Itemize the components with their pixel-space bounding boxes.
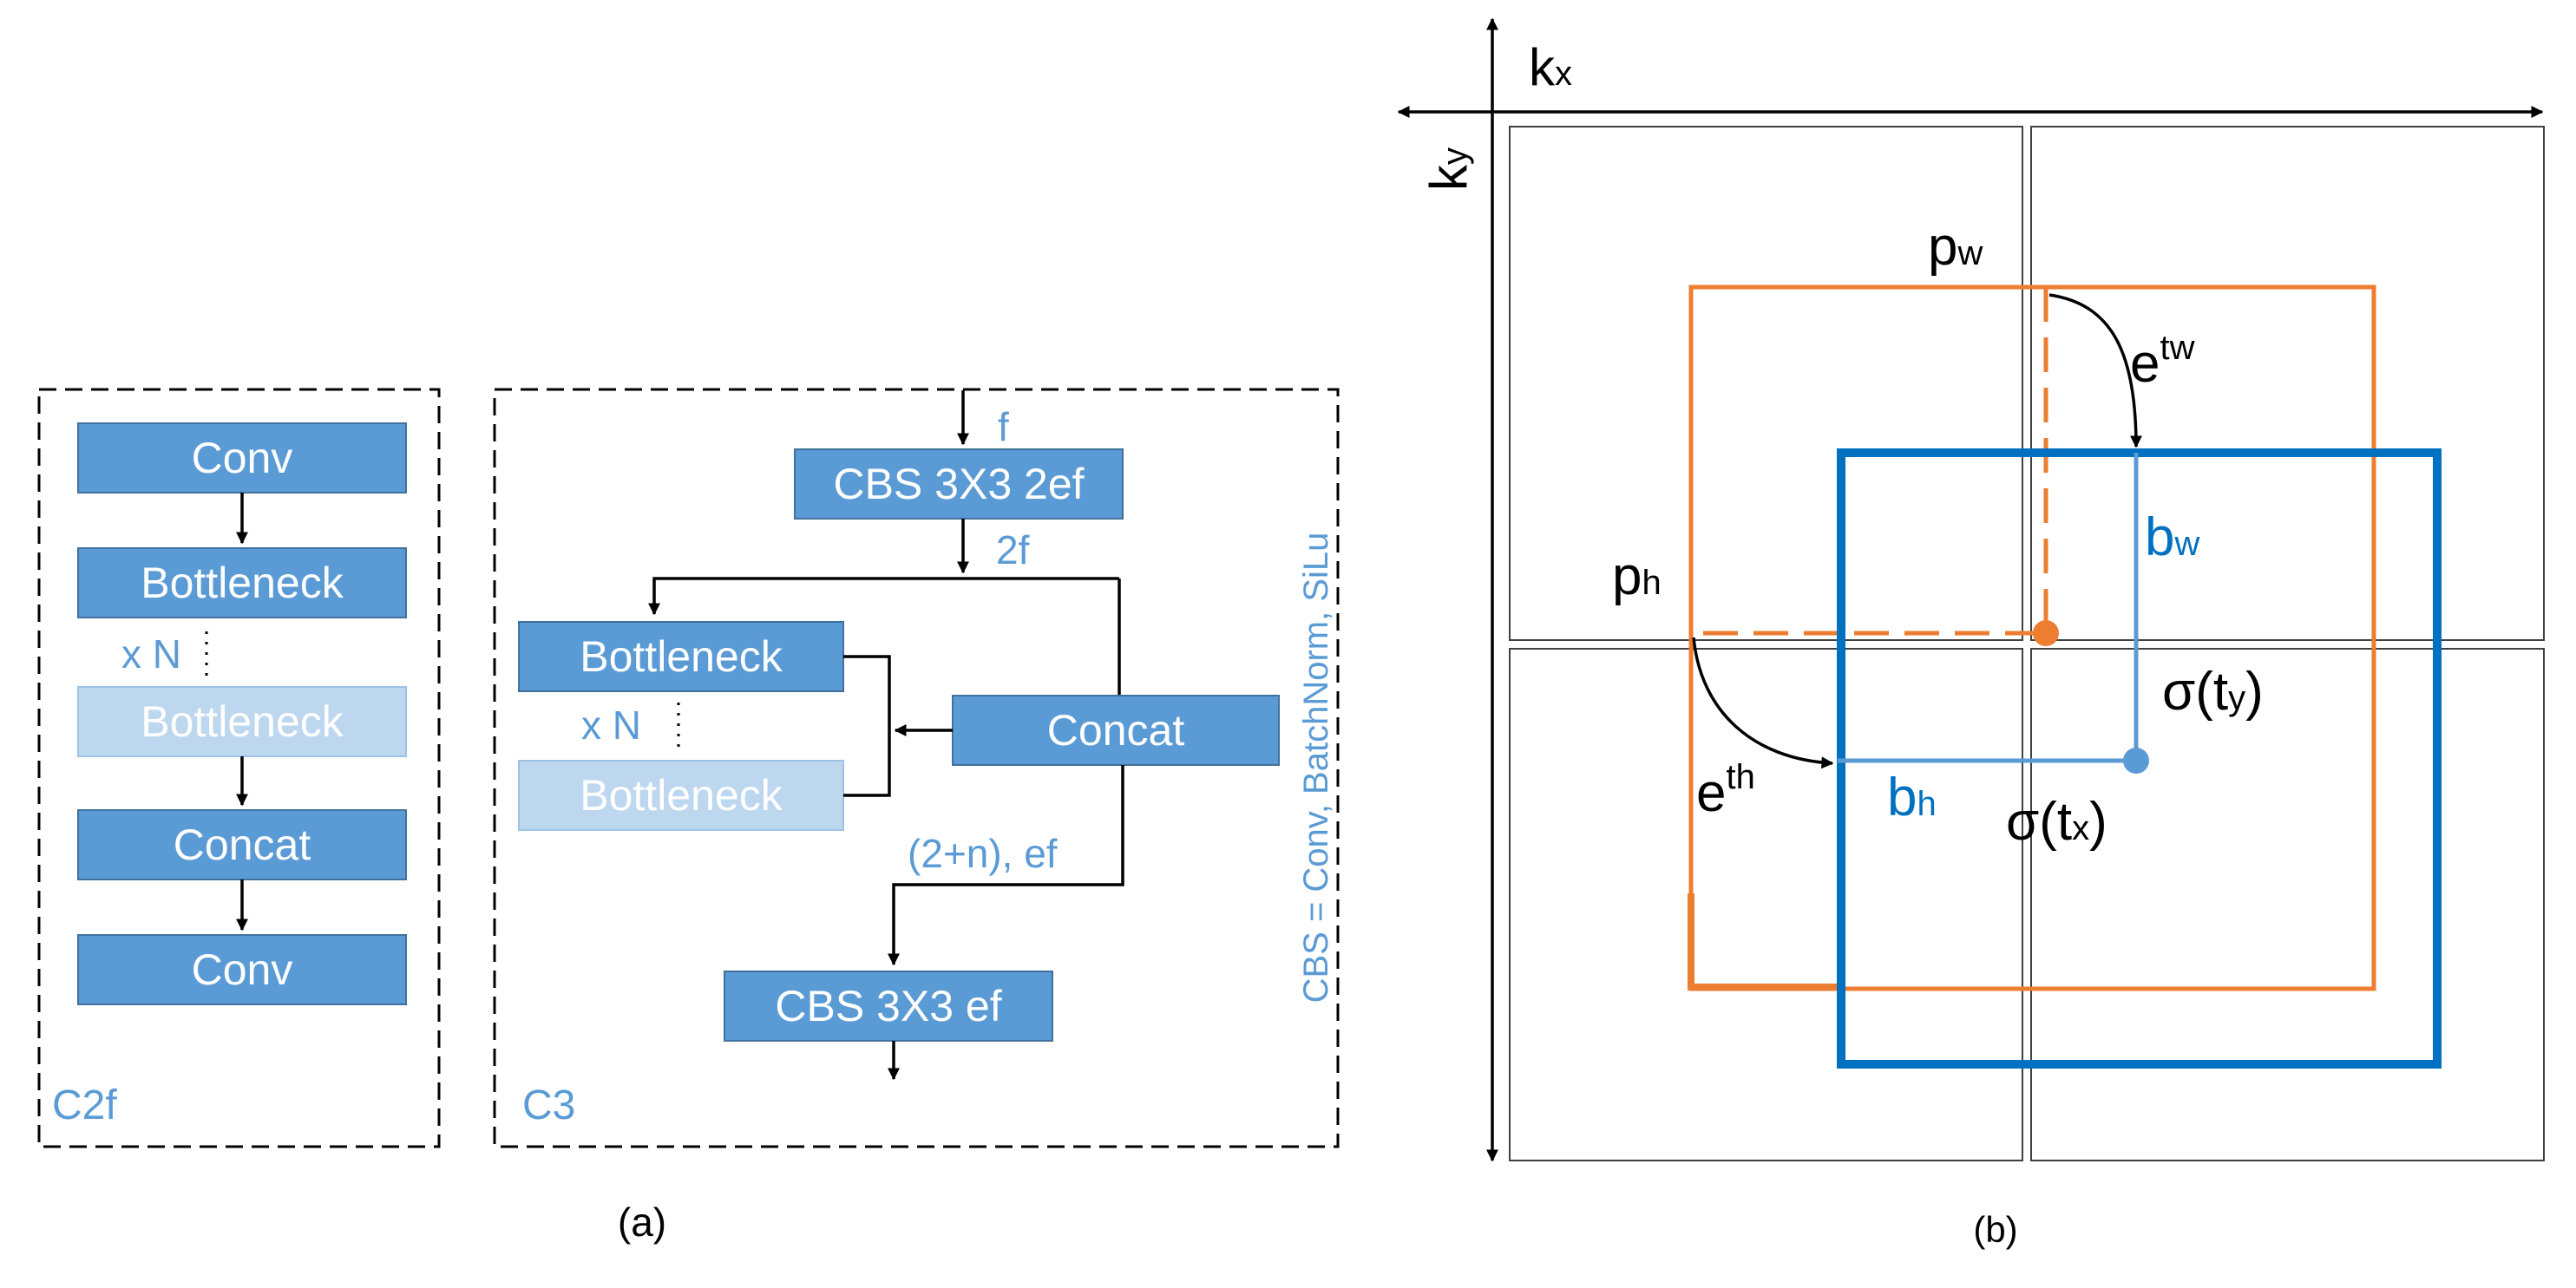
c3-cbs-legend: CBS = Conv, BatchNorm, SiLu bbox=[1297, 533, 1335, 1004]
c3-repeat-label: x N bbox=[581, 703, 641, 748]
c3-concat-block bbox=[952, 695, 1280, 766]
grid-cell-top-right bbox=[2030, 126, 2545, 641]
c3-bottleneck-2-label: Bottleneck bbox=[580, 771, 783, 820]
c2f-conv-top-label: Conv bbox=[192, 434, 293, 482]
eth-curve-arrow bbox=[1692, 637, 1834, 769]
c2f-bottleneck-1-block bbox=[77, 547, 407, 618]
c3-after-cbs-label: 2f bbox=[996, 527, 1030, 572]
sigma-ty-label: σ(ty) bbox=[2162, 662, 2264, 722]
c3-concat-out-label: (2+n), ef bbox=[908, 831, 1058, 876]
panel-a-caption: (a) bbox=[618, 1200, 666, 1245]
x-axis-label: kx bbox=[1529, 38, 1572, 96]
c3-bottleneck-2-block bbox=[518, 760, 844, 831]
predicted-center-guides bbox=[1838, 453, 2139, 763]
c3-cbs-top-block bbox=[794, 448, 1124, 520]
c2f-concat-block bbox=[77, 809, 407, 880]
bh-label: bh bbox=[1887, 768, 1937, 827]
c2f-bottleneck-1-label: Bottleneck bbox=[141, 559, 344, 607]
bbox-prediction-panel: kx ky pw ph etw eth bw bh σ(ty) σ(tx) bbox=[1397, 17, 2545, 1162]
sigma-tx-label: σ(tx) bbox=[2006, 792, 2107, 852]
bw-label: bw bbox=[2145, 507, 2199, 567]
c2f-repeat-label: x N bbox=[121, 631, 181, 677]
prior-box bbox=[1688, 284, 2376, 991]
predicted-center-dot bbox=[2123, 748, 2149, 774]
c3-module: C3 f CBS 3X3 2ef 2f Bottleneck x N Bottl… bbox=[493, 388, 1340, 1148]
prior-center-guides bbox=[1691, 287, 2048, 636]
c2f-concat-label: Concat bbox=[174, 821, 311, 869]
c2f-conv-bottom-block bbox=[77, 934, 407, 1005]
c2f-conv-top-block bbox=[77, 422, 407, 494]
prior-center-dot bbox=[2033, 620, 2059, 646]
c3-concat-label: Concat bbox=[1047, 706, 1185, 755]
panel-b-caption: (b) bbox=[1973, 1209, 2017, 1250]
c2f-module: C2f Conv Bottleneck x N Bottleneck Conca… bbox=[37, 388, 441, 1148]
y-axis-label: ky bbox=[1419, 147, 1478, 191]
eth-label: eth bbox=[1696, 758, 1755, 823]
c3-input-label: f bbox=[998, 404, 1009, 449]
c2f-frame bbox=[37, 388, 441, 1148]
pw-label: pw bbox=[1928, 217, 1983, 277]
grid-cell-top-left bbox=[1509, 126, 2023, 641]
c3-concat-out-wire bbox=[888, 765, 1124, 966]
c2f-bottleneck-2-label: Bottleneck bbox=[141, 697, 344, 746]
c2f-conv-bottom-label: Conv bbox=[192, 945, 293, 994]
etw-curve-arrow bbox=[2048, 293, 2142, 448]
etw-label: etw bbox=[2130, 329, 2195, 394]
c2f-label: C2f bbox=[52, 1082, 117, 1128]
c3-cbs-bottom-block bbox=[724, 971, 1053, 1042]
c3-frame bbox=[493, 388, 1340, 1148]
c3-cbs-bottom-label: CBS 3X3 ef bbox=[775, 982, 1001, 1030]
c3-cbs-top-label: CBS 3X3 2ef bbox=[833, 460, 1084, 508]
c3-bottleneck-1-label: Bottleneck bbox=[580, 632, 783, 681]
grid-cell-bottom-left bbox=[1509, 648, 2023, 1161]
c3-branch-to-bottleneck bbox=[648, 577, 1119, 616]
ph-label: ph bbox=[1612, 546, 1662, 606]
c3-bottleneck-join bbox=[843, 655, 891, 797]
c3-label: C3 bbox=[522, 1082, 575, 1128]
grid-cell-bottom-right bbox=[2030, 648, 2545, 1161]
prior-box-corner-accent bbox=[1688, 893, 1838, 991]
c3-bottleneck-1-block bbox=[518, 621, 844, 692]
